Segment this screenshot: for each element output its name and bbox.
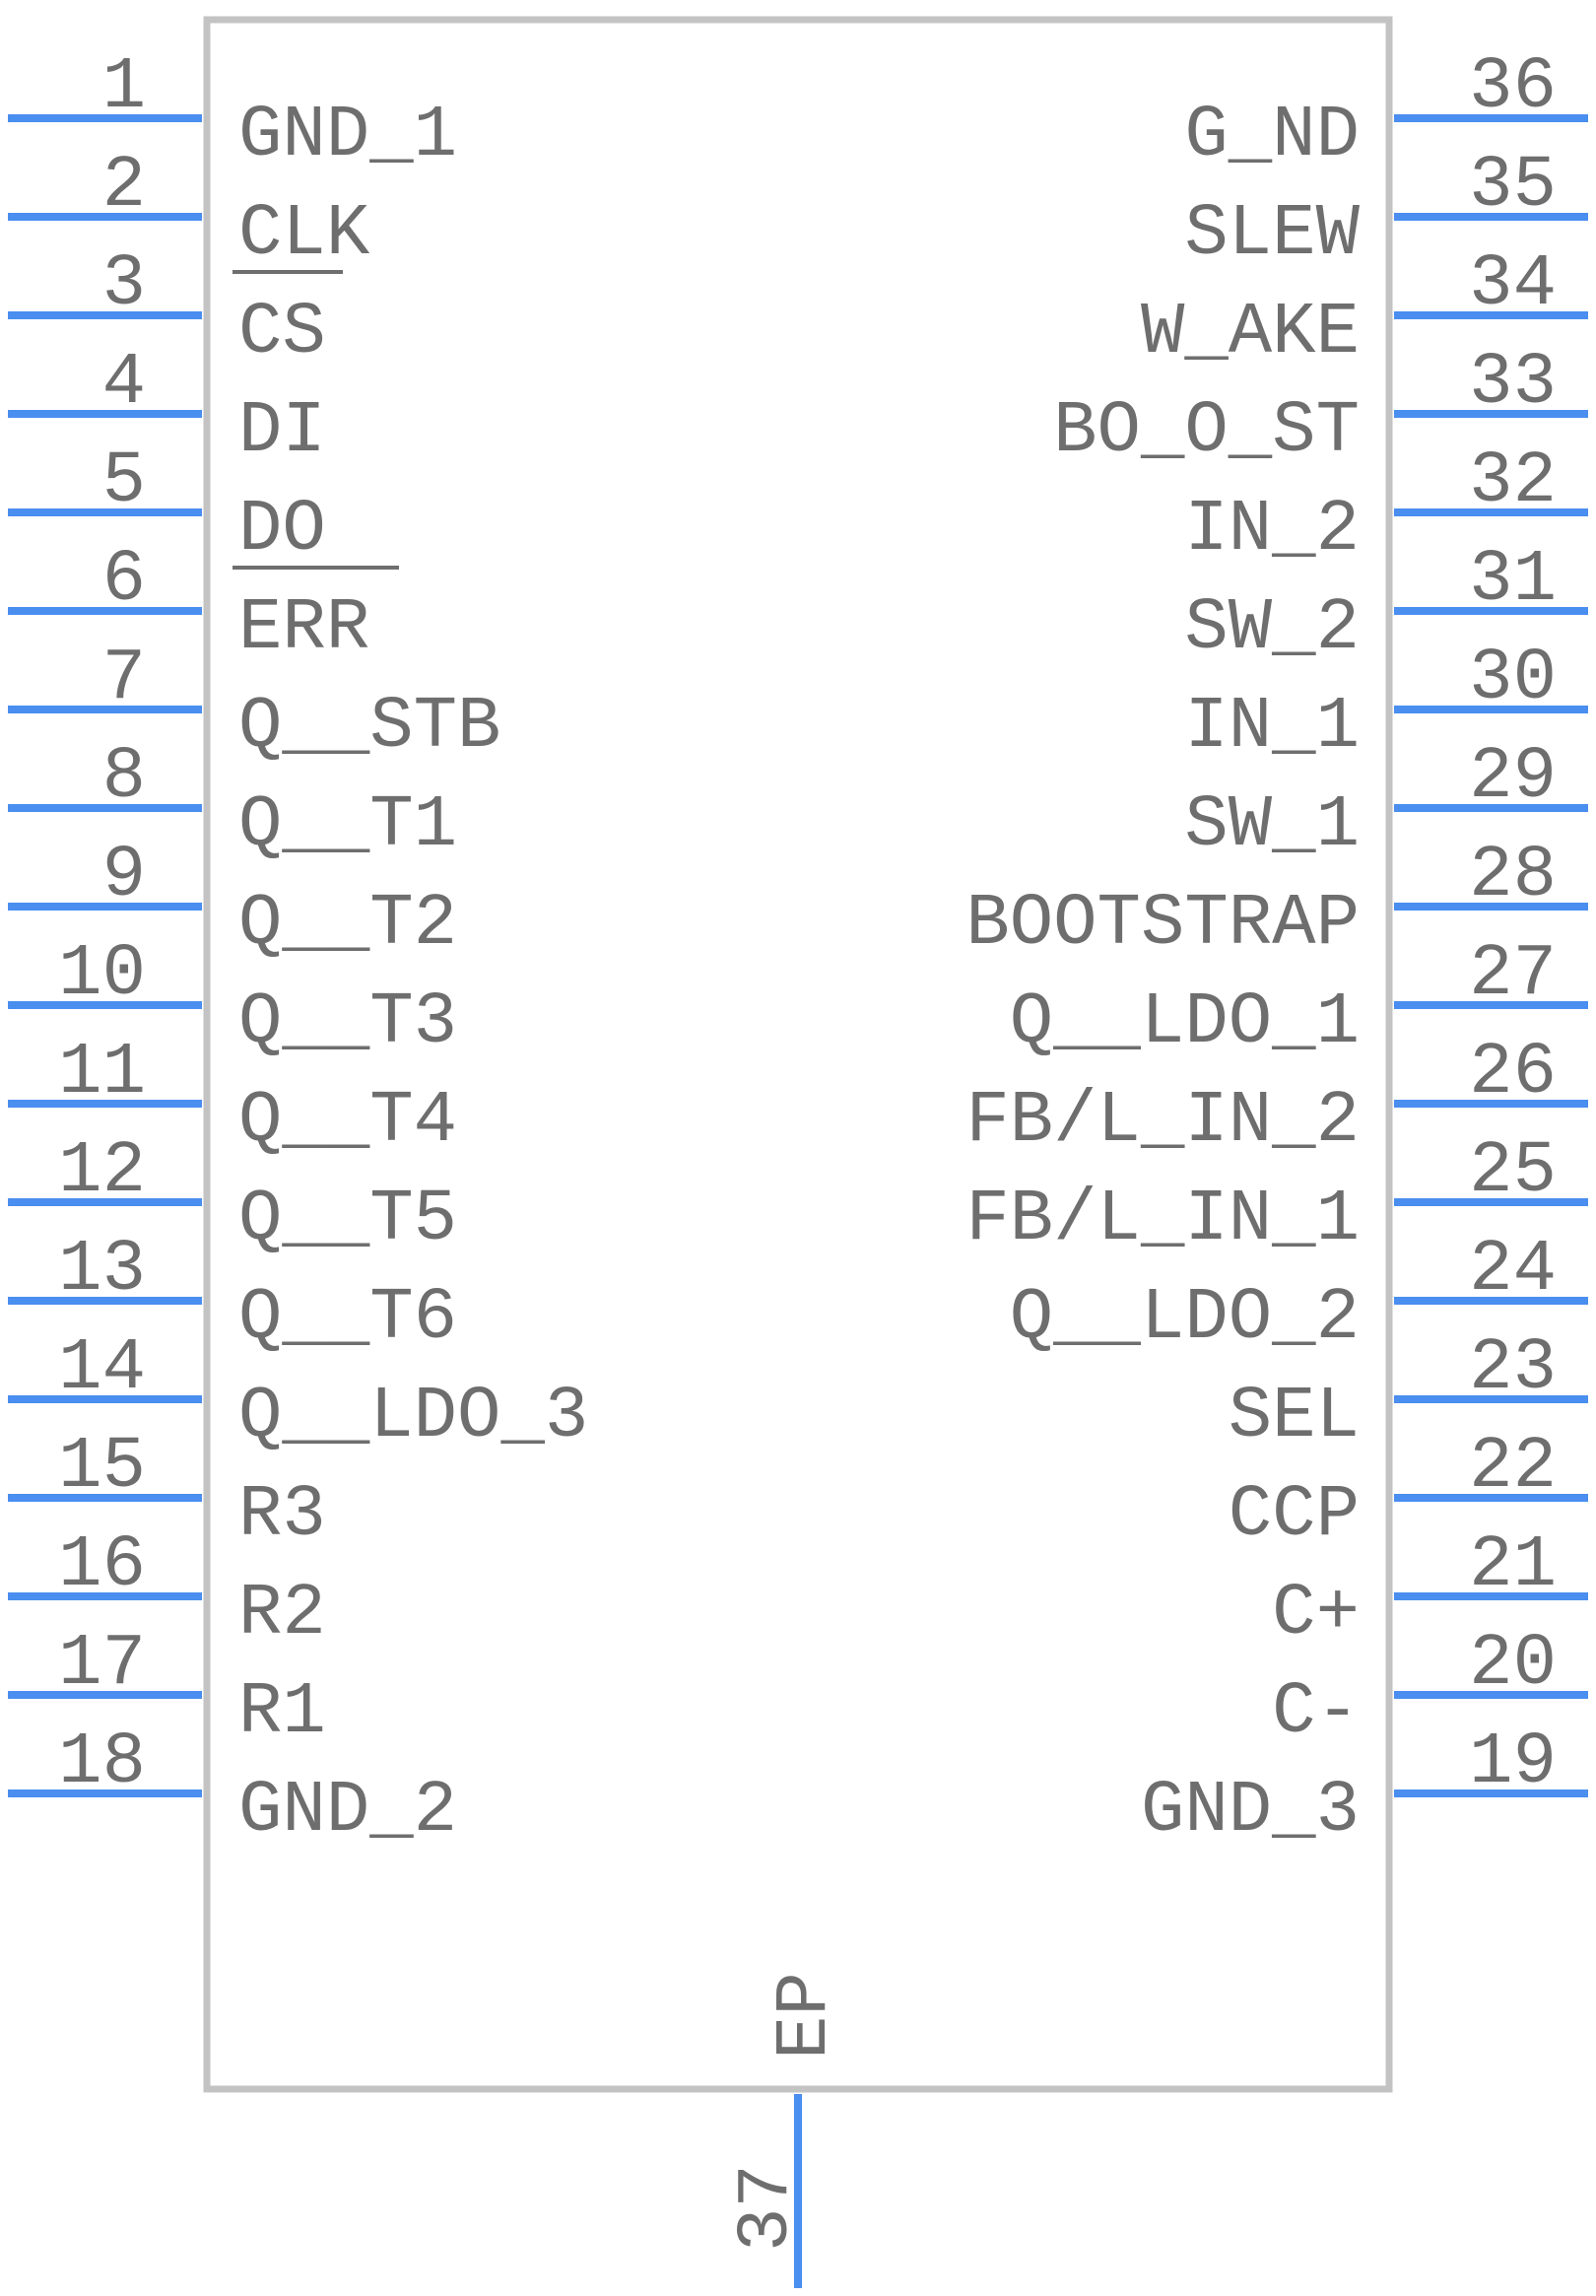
left-pin-10-name-q-t3: Q__T3	[238, 981, 457, 1064]
right-pin-21-number: 21	[1469, 1524, 1557, 1607]
left-pin-6-number: 6	[102, 539, 146, 622]
left-pin-3-name-cs: CS	[238, 292, 326, 374]
left-pin-14-name-q-ldo-3: Q__LDO_3	[238, 1376, 588, 1458]
left-pin-7-name-q-stb: Q__STB	[238, 686, 500, 769]
left-pin-2-name-clk: CLK	[238, 193, 370, 276]
right-pin-21-name-c: C+	[1272, 1573, 1360, 1655]
right-pin-27-number: 27	[1469, 933, 1557, 1016]
left-pin-7-number: 7	[102, 638, 146, 720]
right-pin-35-number: 35	[1469, 145, 1557, 228]
left-pin-5-name-do: DO	[238, 489, 326, 572]
right-pin-36-name-g-nd: G_ND	[1184, 95, 1360, 177]
right-pin-30-number: 30	[1469, 638, 1557, 720]
left-pin-14-number: 14	[58, 1327, 146, 1410]
right-pin-27-name-q-ldo-1: Q__LDO_1	[1010, 981, 1360, 1064]
left-pin-4-name-di: DI	[238, 390, 326, 473]
left-pin-5-number: 5	[102, 440, 146, 523]
left-pin-13-number: 13	[58, 1229, 146, 1312]
right-pin-34-number: 34	[1469, 243, 1557, 326]
left-pin-12-number: 12	[58, 1130, 146, 1213]
right-pin-34-name-w-ake: W_AKE	[1141, 292, 1360, 374]
left-pin-4-number: 4	[102, 342, 146, 425]
right-pin-33-number: 33	[1469, 342, 1557, 425]
left-pin-11-number: 11	[58, 1032, 146, 1114]
right-pin-29-number: 29	[1469, 736, 1557, 819]
left-pin-1-number: 1	[102, 46, 146, 129]
left-pin-13-name-q-t6: Q__T6	[238, 1277, 457, 1360]
right-pin-29-name-sw-1: SW_1	[1184, 784, 1360, 867]
right-pin-36-number: 36	[1469, 46, 1557, 129]
bottom-pin-ep-name: EP	[765, 1972, 847, 2060]
right-pin-23-number: 23	[1469, 1327, 1557, 1410]
right-pin-26-name-fb-l-in-2: FB/L_IN_2	[965, 1080, 1360, 1163]
right-pin-32-number: 32	[1469, 440, 1557, 523]
left-pin-16-number: 16	[58, 1524, 146, 1607]
left-pin-16-name-r2: R2	[238, 1573, 326, 1655]
right-pin-20-number: 20	[1469, 1623, 1557, 1706]
right-pin-24-name-q-ldo-2: Q__LDO_2	[1010, 1277, 1360, 1360]
right-pin-25-number: 25	[1469, 1130, 1557, 1213]
right-pin-22-name-ccp: CCP	[1229, 1474, 1360, 1557]
right-pin-19-name-gnd-3: GND_3	[1141, 1770, 1360, 1853]
left-pin-15-number: 15	[58, 1426, 146, 1509]
right-pin-22-number: 22	[1469, 1426, 1557, 1509]
right-pin-24-number: 24	[1469, 1229, 1557, 1312]
bottom-pin-37-number: 37	[726, 2164, 809, 2252]
left-pin-1-name-gnd-1: GND_1	[238, 95, 457, 177]
right-pin-31-name-sw-2: SW_2	[1184, 587, 1360, 670]
left-pin-12-name-q-t5: Q__T5	[238, 1179, 457, 1261]
left-pin-9-name-q-t2: Q__T2	[238, 883, 457, 966]
left-pin-9-number: 9	[102, 835, 146, 917]
left-pin-3-number: 3	[102, 243, 146, 326]
right-pin-32-name-in-2: IN_2	[1184, 489, 1360, 572]
ic-body-outline	[203, 16, 1393, 2093]
right-pin-35-name-slew: SLEW	[1184, 193, 1360, 276]
right-pin-23-name-sel: SEL	[1229, 1376, 1360, 1458]
right-pin-28-number: 28	[1469, 835, 1557, 917]
right-pin-31-number: 31	[1469, 539, 1557, 622]
right-pin-25-name-fb-l-in-1: FB/L_IN_1	[965, 1179, 1360, 1261]
bottom-pin-group: 37 EP	[726, 1972, 847, 2288]
left-pin-17-number: 17	[58, 1623, 146, 1706]
left-pin-8-name-q-t1: Q__T1	[238, 784, 457, 867]
left-pin-15-name-r3: R3	[238, 1474, 326, 1557]
right-pin-28-name-bootstrap: BOOTSTRAP	[965, 883, 1360, 966]
left-pin-2-number: 2	[102, 145, 146, 228]
left-pin-18-number: 18	[58, 1722, 146, 1804]
left-pin-18-name-gnd-2: GND_2	[238, 1770, 457, 1853]
left-pin-8-number: 8	[102, 736, 146, 819]
right-pin-30-name-in-1: IN_1	[1184, 686, 1360, 769]
right-pin-33-name-bo-o-st: BO_O_ST	[1053, 390, 1360, 473]
right-pin-20-name-c: C-	[1272, 1671, 1360, 1754]
left-pin-6-name-err: ERR	[238, 587, 369, 670]
left-pin-11-name-q-t4: Q__T4	[238, 1080, 457, 1163]
right-pin-26-number: 26	[1469, 1032, 1557, 1114]
left-pin-17-name-r1: R1	[238, 1671, 326, 1754]
right-pin-19-number: 19	[1469, 1722, 1557, 1804]
left-pin-10-number: 10	[58, 933, 146, 1016]
